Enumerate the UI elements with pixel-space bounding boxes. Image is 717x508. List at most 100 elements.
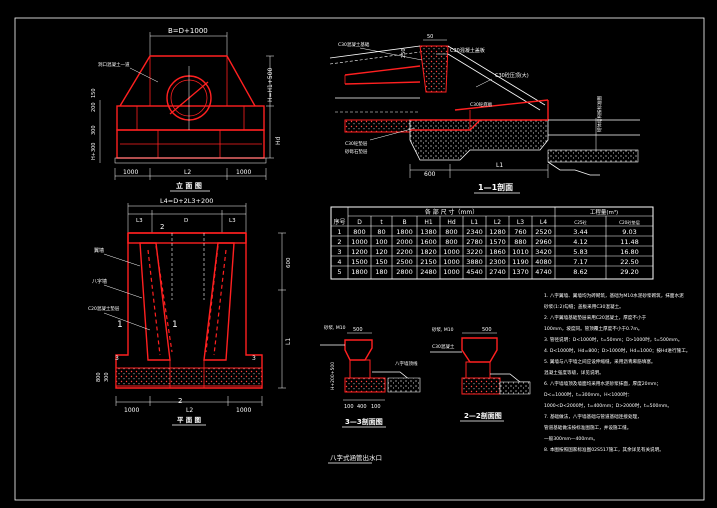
table-cell: 2000 bbox=[396, 238, 413, 246]
front-leader-label: 洞口混凝土一道 bbox=[98, 61, 130, 68]
plan-left-dim-2: 800 bbox=[96, 372, 102, 382]
front-top-dim: B=D+1000 bbox=[168, 27, 208, 35]
s33-dim-0: 500 bbox=[353, 327, 363, 333]
s33-label-1: 八字墙顶线 bbox=[395, 360, 418, 367]
table-cell: 3 bbox=[337, 248, 341, 256]
note-line: 管道基础做法按标准图施工，并设施工缝。 bbox=[544, 424, 631, 431]
table-cell: 120 bbox=[375, 248, 387, 256]
table-cell: 1010 bbox=[512, 248, 529, 256]
table-col-header: 序号 bbox=[333, 218, 345, 226]
section-3-3: 500 砂浆, M10 八字墙顶线 H+200+500 100 400 100 … bbox=[320, 324, 421, 428]
s11-label-5: L1 bbox=[496, 162, 503, 169]
s11-label-2: C30混凝土基础 bbox=[338, 41, 370, 48]
notes: 1. 八字翼墙、翼墙均为砖砌筑，基础为M10水泥砂浆砌筑，抹面水泥砂浆(1:2)… bbox=[544, 292, 690, 453]
table-cell: 5 bbox=[337, 268, 341, 276]
note-line: 4. D<1000时，Hd=800；D>1000时，Hd=1000；按Hd进行施… bbox=[544, 347, 690, 354]
table-cell: 2 bbox=[337, 238, 341, 246]
table-cell: 880 bbox=[514, 238, 526, 246]
table-cell: 80 bbox=[377, 228, 385, 236]
section-2-2: 500 砂浆, M10 C30混凝土 2—2剖面图 bbox=[430, 326, 531, 422]
note-line: 1000<D<2000时，t=400mm；D>2000时，t=500mm。 bbox=[544, 402, 672, 409]
table-cell: 150 bbox=[375, 258, 387, 266]
table-header-group-right: 工程量(m³) bbox=[590, 208, 618, 216]
front-bottom-dim-2: 1000 bbox=[236, 169, 251, 176]
table-cell: 4080 bbox=[535, 258, 552, 266]
front-view: B=D+1000 洞口混凝土一道 H=H1+500 Hd 200 150 bbox=[91, 27, 282, 192]
table-cell: 800 bbox=[353, 228, 365, 236]
s11-label-6: 600 bbox=[424, 171, 436, 178]
s11-top-dim-1: 250 bbox=[401, 48, 407, 58]
s11-label-8: 砌体结构按标准图 bbox=[596, 96, 603, 132]
table-cell: 800 bbox=[445, 238, 457, 246]
plan-label-2: C20混凝土垫层 bbox=[88, 305, 120, 312]
table-cell: 2500 bbox=[396, 258, 413, 266]
plan-top-dim: L4=D+2L3+200 bbox=[160, 197, 213, 205]
table-col-header: Hd bbox=[447, 219, 456, 226]
note-line: D<=1000时，t=300mm，H<1000时： bbox=[544, 391, 632, 398]
plan-marker-1a: 1 bbox=[172, 320, 178, 330]
table-cell: 1380 bbox=[420, 228, 437, 236]
table-cell: 1200 bbox=[351, 248, 368, 256]
note-line: 7. 基础做法，八字墙基础与管道基础连接处理， bbox=[544, 413, 642, 420]
note-line: 3. 管径说明：D<1000时，t=50mm；D>1000时，t=500mm。 bbox=[544, 336, 682, 343]
plan-sub-dim-1: D bbox=[184, 218, 188, 224]
front-right-dim-hd: Hd bbox=[275, 136, 282, 145]
front-bottom-dim-0: 1000 bbox=[123, 169, 138, 176]
table-cell: 2150 bbox=[420, 258, 437, 266]
table-cell: 3880 bbox=[466, 258, 483, 266]
plan-bottom-dim-2: 1000 bbox=[236, 407, 251, 414]
plan-marker-3b: 3 bbox=[252, 355, 256, 362]
table-cell: 2340 bbox=[466, 228, 483, 236]
table-cell: 8.62 bbox=[573, 268, 587, 276]
table-cell: 4.12 bbox=[573, 238, 587, 246]
drawing-title: 八字式涵管出水口 bbox=[330, 453, 382, 462]
note-line: 6. 八字墙墙顶及墙面均采用水泥砂浆抹面，厚度20mm； bbox=[544, 380, 661, 387]
table-cell: 1820 bbox=[420, 248, 437, 256]
table-cell: 800 bbox=[445, 228, 457, 236]
plan-marker-2a: 2 bbox=[160, 223, 164, 231]
plan-marker-3a: 3 bbox=[115, 355, 119, 362]
table-cell: 29.20 bbox=[620, 268, 639, 276]
s11-label-3: C30砼底板 bbox=[470, 101, 493, 108]
plan-label-1: 八字墙 bbox=[92, 278, 107, 285]
s11-label-4: C30砼垫层 bbox=[345, 140, 368, 147]
plan-right-dim-l1: L1 bbox=[285, 338, 292, 345]
table-cell: 2960 bbox=[535, 238, 552, 246]
front-view-title: 立 面 图 bbox=[176, 181, 202, 190]
plan-view-title: 平 面 图 bbox=[177, 415, 202, 424]
table-cell: 5.83 bbox=[573, 248, 587, 256]
s22-label-0: 砂浆, M10 bbox=[432, 326, 454, 333]
note-line: 2. 八字翼墙基础垫层采用C20混凝土，厚度不小于 bbox=[544, 314, 647, 321]
table-cell: 180 bbox=[375, 268, 387, 276]
note-line: 5. 翼墙与八字墙之间应设伸缩缝，采用沥青麻筋填塞。 bbox=[544, 358, 656, 365]
table-cell: 1000 bbox=[443, 248, 460, 256]
table-cell: 1500 bbox=[351, 258, 368, 266]
table-col-header: L3 bbox=[517, 219, 524, 226]
table-col-header: C25砼 bbox=[574, 219, 587, 225]
plan-bottom-dim-1: L2 bbox=[186, 407, 193, 414]
table-cell: 2780 bbox=[466, 238, 483, 246]
table-cell: 1860 bbox=[489, 248, 506, 256]
s33-dim-1: 100 bbox=[344, 404, 354, 410]
table-cell: 22.50 bbox=[620, 258, 639, 266]
note-line: 1. 八字翼墙、翼墙均为砖砌筑，基础为M10水泥砂浆砌筑，抹面水泥 bbox=[544, 292, 684, 299]
plan-marker-2b: 2 bbox=[178, 397, 182, 405]
plan-label-0: 翼墙 bbox=[94, 247, 104, 254]
table-col-header: D bbox=[357, 219, 362, 226]
note-line: 一般300mm—400mm。 bbox=[544, 435, 598, 442]
table-cell: 2520 bbox=[535, 228, 552, 236]
s33-dim-2: 400 bbox=[357, 404, 367, 410]
table-cell: 2800 bbox=[396, 268, 413, 276]
s11-label-9: 砂砾石垫层 bbox=[345, 148, 368, 155]
table-cell: 100 bbox=[375, 238, 387, 246]
front-left-dim-1: 200 bbox=[91, 102, 97, 112]
table-cell: 1370 bbox=[512, 268, 529, 276]
front-left-dim-4: H+300 bbox=[91, 143, 97, 161]
table-col-header: L1 bbox=[471, 219, 478, 226]
s22-dim-0: 500 bbox=[482, 327, 492, 333]
note-line: 砂浆(1:2)勾缝；盖板采用C30混凝土。 bbox=[544, 303, 624, 310]
front-left-dim-2: 150 bbox=[91, 88, 97, 98]
table-col-header: H1 bbox=[424, 219, 433, 226]
table-col-header: L2 bbox=[494, 219, 501, 226]
